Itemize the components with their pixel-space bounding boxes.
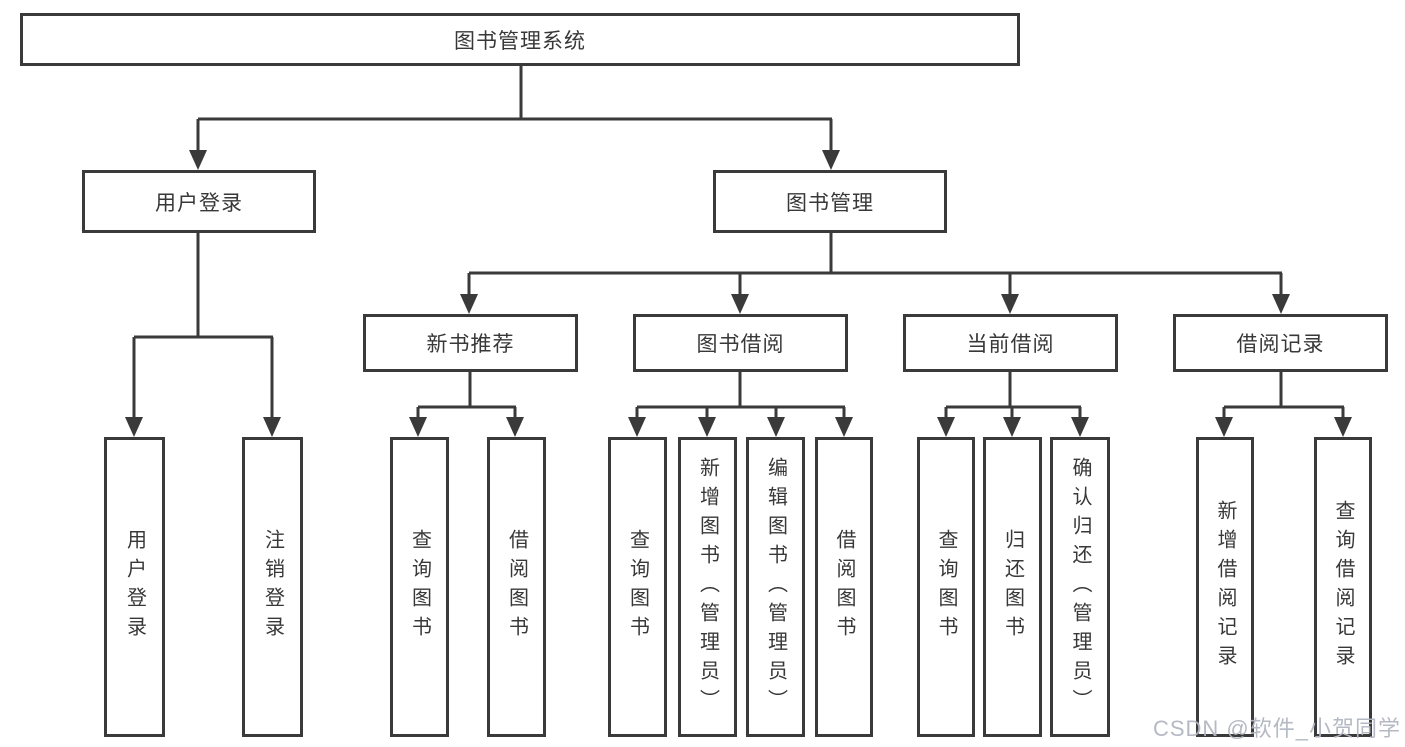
- leaf-query-borrow-record-label: 查询借阅记录: [1332, 500, 1354, 674]
- leaf-user-login: 用户登录: [104, 437, 165, 737]
- leaf-query-books-current: 查询图书: [917, 437, 975, 737]
- node-root-system: 图书管理系统: [20, 13, 1020, 66]
- leaf-add-borrow-record: 新增借阅记录: [1196, 437, 1254, 737]
- leaf-borrow-books-recommend-label: 借阅图书: [505, 529, 528, 645]
- node-user-login: 用户登录: [82, 170, 316, 233]
- leaf-query-books-borrow: 查询图书: [608, 437, 667, 737]
- leaf-borrow-books-label: 借阅图书: [833, 529, 855, 645]
- leaf-return-books: 归还图书: [983, 437, 1042, 737]
- leaf-add-borrow-record-label: 新增借阅记录: [1214, 500, 1236, 674]
- leaf-query-borrow-record: 查询借阅记录: [1314, 437, 1372, 737]
- leaf-query-books-recommend: 查询图书: [390, 437, 449, 737]
- leaf-query-books-current-label: 查询图书: [935, 529, 957, 645]
- node-new-book-recommend: 新书推荐: [363, 314, 578, 372]
- leaf-confirm-return-admin-label: 确认归还（管理员）: [1069, 456, 1091, 718]
- arrowheads: [125, 150, 1352, 437]
- leaf-query-books-borrow-label: 查询图书: [626, 529, 649, 645]
- leaf-borrow-books: 借阅图书: [815, 437, 873, 737]
- leaf-add-books-admin-label: 新增图书（管理员）: [696, 456, 719, 718]
- node-book-management: 图书管理: [713, 170, 947, 233]
- leaf-logout: 注销登录: [242, 437, 303, 737]
- leaf-user-login-label: 用户登录: [123, 529, 146, 645]
- leaf-logout-label: 注销登录: [261, 529, 284, 645]
- leaf-edit-books-admin-label: 编辑图书（管理员）: [764, 456, 787, 718]
- node-current-borrow: 当前借阅: [903, 314, 1118, 372]
- leaf-confirm-return-admin: 确认归还（管理员）: [1050, 437, 1110, 737]
- leaf-edit-books-admin: 编辑图书（管理员）: [746, 437, 805, 737]
- node-borrow-records: 借阅记录: [1173, 314, 1388, 372]
- csdn-watermark: CSDN @软件_小贺同学: [1152, 716, 1401, 741]
- leaf-query-books-recommend-label: 查询图书: [408, 529, 431, 645]
- node-book-borrow: 图书借阅: [633, 314, 848, 372]
- leaf-borrow-books-recommend: 借阅图书: [487, 437, 546, 737]
- leaf-add-books-admin: 新增图书（管理员）: [678, 437, 737, 737]
- leaf-return-books-label: 归还图书: [1001, 529, 1024, 645]
